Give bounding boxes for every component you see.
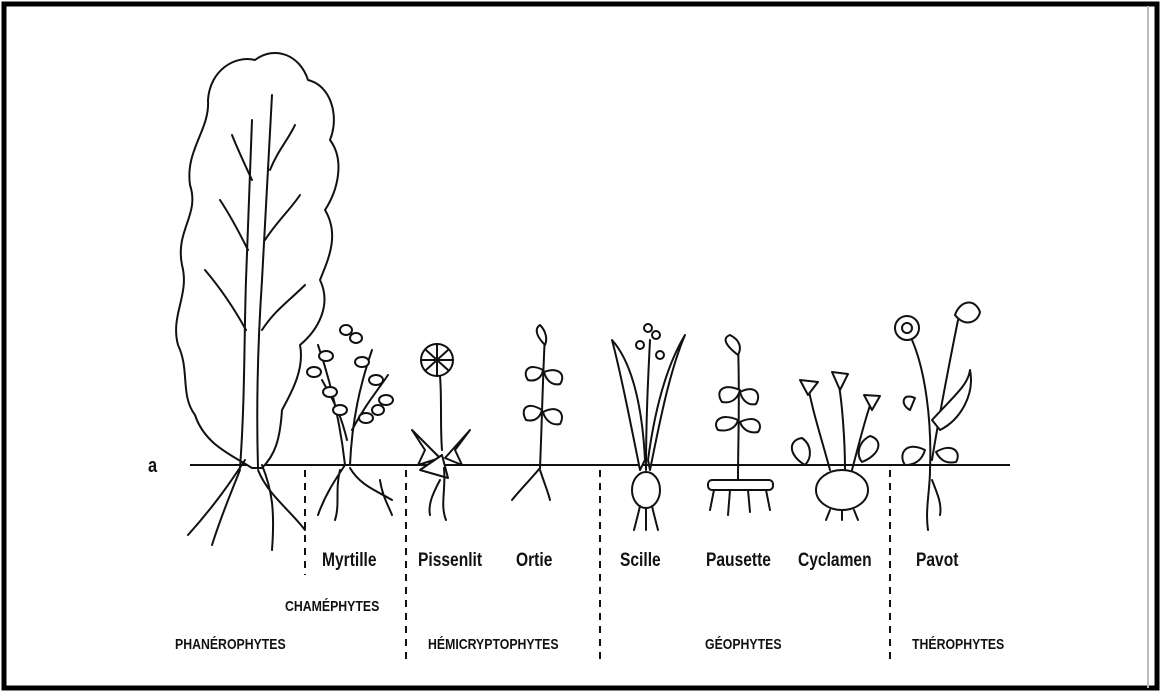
- pissenlit-drawing: [412, 344, 470, 520]
- pavot-drawing: [895, 303, 980, 530]
- scille-drawing: [612, 324, 685, 530]
- tree-drawing: [176, 53, 338, 550]
- myrtille-drawing: [307, 325, 393, 520]
- ortie-drawing: [512, 325, 562, 500]
- pausette-drawing: [708, 335, 773, 515]
- figure-border: [4, 4, 1157, 688]
- group-label-therophytes: THÉROPHYTES: [912, 636, 1004, 653]
- plant-label-myrtille: Myrtille: [322, 550, 377, 572]
- plant-label-cyclamen: Cyclamen: [798, 550, 872, 572]
- group-label-geophytes: GÉOPHYTES: [705, 636, 782, 653]
- group-label-phanerophytes: PHANÉROPHYTES: [175, 636, 286, 653]
- group-label-chamephytes: CHAMÉPHYTES: [285, 598, 379, 615]
- panel-letter: a: [148, 455, 157, 478]
- plant-label-pavot: Pavot: [916, 550, 958, 572]
- cyclamen-drawing: [792, 372, 880, 520]
- plant-label-ortie: Ortie: [516, 550, 552, 572]
- plant-label-pissenlit: Pissenlit: [418, 550, 482, 572]
- plant-label-pausette: Pausette: [706, 550, 771, 572]
- plant-label-scille: Scille: [620, 550, 661, 572]
- group-label-hemicryptophytes: HÉMICRYPTOPHYTES: [428, 636, 559, 653]
